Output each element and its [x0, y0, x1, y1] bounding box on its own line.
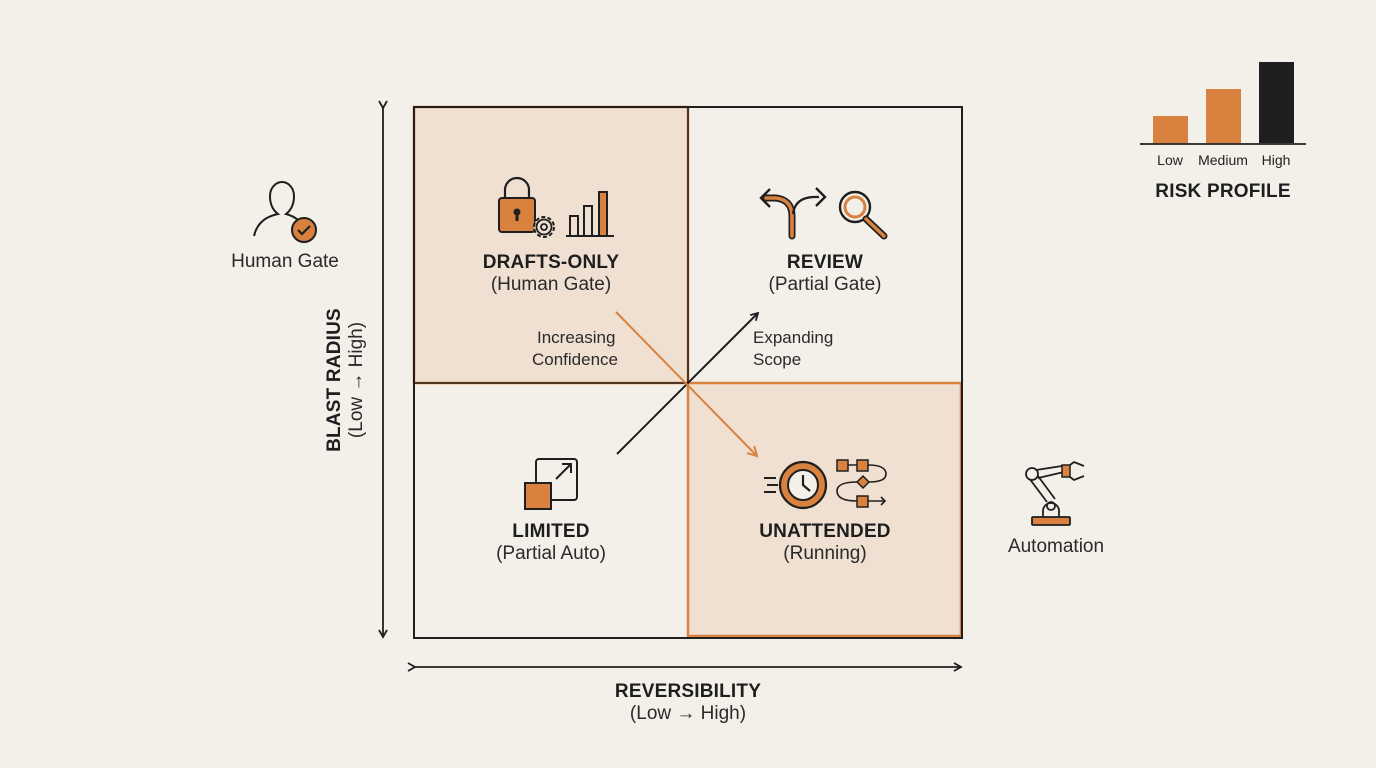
scope-arrow: [616, 311, 760, 455]
bar-chart-icon: [566, 191, 614, 237]
x-axis-subtitle: (Low → High): [629, 703, 747, 724]
risk-level-low: Low: [1157, 152, 1183, 168]
quadrant-unattended-fill: [686, 381, 963, 638]
quadrant-limited-subtitle: (Partial Auto): [496, 543, 606, 564]
robot-arm-icon: [1025, 460, 1085, 526]
risk-bar-medium: [1206, 89, 1241, 143]
risk-bar-high: [1259, 62, 1294, 143]
expand-square-icon: [524, 458, 578, 510]
clock-icon: [764, 460, 828, 510]
fork-arrow-icon: [759, 187, 827, 240]
scope-label-line-2: Scope: [753, 350, 802, 369]
risk-profile-chart: [1140, 62, 1306, 145]
human-gate-label: Human Gate: [231, 251, 339, 272]
y-axis-subtitle: (Low → High): [346, 321, 367, 439]
quadrant-unattended-title: UNATTENDED: [759, 521, 891, 542]
risk-profile-title: RISK PROFILE: [1155, 181, 1291, 202]
quadrant-limited-title: LIMITED: [512, 521, 590, 542]
workflow-icon: [836, 459, 887, 508]
automation-label: Automation: [1007, 536, 1105, 557]
y-axis-title: BLAST RADIUS: [324, 308, 345, 452]
quadrant-unattended: UNATTENDED (Running): [759, 521, 890, 565]
quadrant-drafts-only-fill: [412, 105, 690, 385]
person-check-icon: [253, 181, 317, 243]
quadrant-review-title: REVIEW: [786, 252, 864, 273]
magnifier-icon: [838, 190, 888, 240]
quadrant-review: REVIEW (Partial Gate): [769, 252, 882, 296]
confidence-label: Increasing Confidence: [532, 327, 618, 371]
risk-level-medium: Medium: [1198, 152, 1248, 168]
scope-label-line-1: Expanding: [753, 328, 834, 347]
quadrant-unattended-subtitle: (Running): [783, 543, 867, 564]
quadrant-review-subtitle: (Partial Gate): [768, 274, 882, 295]
x-axis-title: REVERSIBILITY: [614, 681, 762, 702]
lock-icon: [498, 176, 536, 233]
gear-icon: [533, 216, 555, 238]
quadrant-drafts-only-subtitle: (Human Gate): [490, 274, 612, 295]
y-axis-label: BLAST RADIUS (Low → High): [324, 308, 368, 452]
quadrant-drafts-only-title: DRAFTS-ONLY: [482, 252, 620, 273]
scope-label: Expanding Scope: [753, 327, 833, 371]
quadrant-limited: LIMITED (Partial Auto): [496, 521, 606, 565]
x-axis-label: REVERSIBILITY (Low → High): [615, 681, 761, 725]
quadrant-drafts-only: DRAFTS-ONLY (Human Gate): [483, 252, 620, 296]
confidence-label-line-2: Confidence: [532, 350, 619, 369]
confidence-label-line-1: Increasing: [537, 328, 616, 347]
risk-bar-low: [1153, 116, 1188, 143]
risk-level-high: High: [1261, 152, 1291, 168]
confidence-arrow: [615, 311, 757, 456]
